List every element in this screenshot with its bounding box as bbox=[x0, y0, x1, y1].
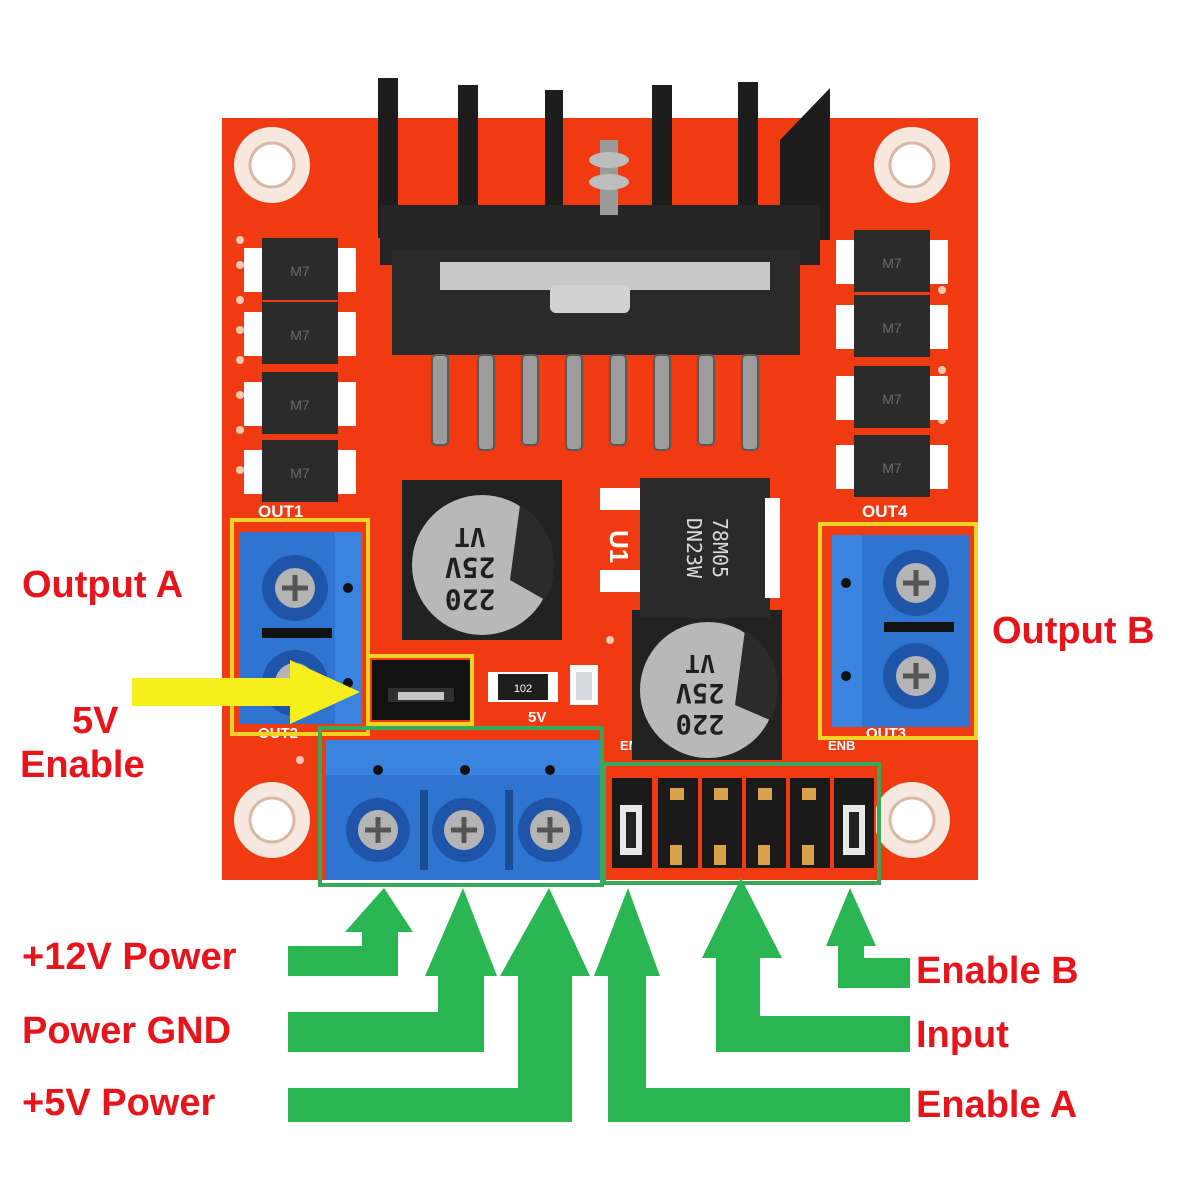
jumper-enb bbox=[843, 805, 865, 855]
diode: M7 bbox=[836, 295, 948, 357]
diode: M7 bbox=[836, 366, 948, 428]
l298n-chip bbox=[392, 250, 800, 451]
mounting-hole bbox=[234, 782, 310, 858]
jumper-ena bbox=[620, 805, 642, 855]
label-5v-enable-line2: Enable bbox=[20, 744, 145, 786]
silk-enb: ENB bbox=[828, 738, 855, 753]
cap-voltage: 25V bbox=[676, 677, 725, 708]
label-output-b: Output B bbox=[992, 610, 1155, 652]
diode: M7 bbox=[244, 440, 356, 502]
diode: M7 bbox=[836, 435, 948, 497]
diode-marking: M7 bbox=[290, 327, 310, 343]
silk-u1: U1 bbox=[604, 530, 634, 563]
capacitor-2: 220 25V VT bbox=[632, 610, 782, 760]
diode-marking: M7 bbox=[882, 460, 902, 476]
cap-value: 220 bbox=[445, 583, 496, 616]
arrow-enable-b bbox=[826, 888, 910, 988]
arrow-input bbox=[702, 878, 910, 1052]
highlight-output-b bbox=[818, 522, 978, 740]
5v-enable-jumper bbox=[372, 660, 470, 720]
silk-5v: 5V bbox=[528, 709, 546, 726]
diode-marking: M7 bbox=[882, 255, 902, 271]
arrow-5v bbox=[288, 888, 590, 1122]
diode-marking: M7 bbox=[290, 263, 310, 279]
diode-array-right: M7 M7 M7 M7 bbox=[836, 230, 948, 497]
diode: M7 bbox=[244, 372, 356, 434]
regulator-part: 78M05 bbox=[708, 518, 732, 578]
cap-series: VT bbox=[454, 521, 485, 551]
arrow-gnd bbox=[288, 888, 497, 1052]
arrow-5v-enable bbox=[132, 660, 360, 724]
diode: M7 bbox=[836, 230, 948, 292]
mounting-hole bbox=[234, 127, 310, 203]
diode-marking: M7 bbox=[882, 320, 902, 336]
regulator-code: DN23W bbox=[682, 518, 706, 579]
mounting-hole bbox=[874, 127, 950, 203]
diode-array-left: M7 M7 M7 M7 bbox=[244, 238, 356, 502]
highlight-5v-jumper bbox=[366, 654, 474, 726]
resistor-code: 102 bbox=[514, 683, 532, 695]
diode-marking: M7 bbox=[290, 465, 310, 481]
control-header bbox=[608, 770, 876, 878]
diode: M7 bbox=[244, 238, 356, 300]
label-power-gnd: Power GND bbox=[22, 1010, 232, 1052]
green-arrows bbox=[288, 878, 910, 1122]
capacitor-1: 220 25V VT bbox=[402, 480, 562, 640]
diode-marking: M7 bbox=[882, 391, 902, 407]
highlight-output-a bbox=[230, 518, 370, 736]
voltage-regulator: 78M05 DN23W bbox=[600, 478, 780, 618]
label-enable-b: Enable B bbox=[916, 950, 1079, 992]
cap-value: 220 bbox=[676, 708, 725, 739]
cap-voltage: 25V bbox=[445, 551, 496, 584]
label-5v-enable-line1: 5V bbox=[72, 700, 119, 742]
label-5v-power: +5V Power bbox=[22, 1082, 216, 1124]
silk-out1: OUT1 bbox=[258, 502, 303, 521]
cap-series: VT bbox=[685, 649, 715, 678]
label-12v-power: +12V Power bbox=[22, 936, 237, 978]
arrow-enable-a bbox=[594, 888, 910, 1122]
silk-out4: OUT4 bbox=[862, 502, 908, 521]
resistor: 102 bbox=[488, 672, 558, 702]
label-output-a: Output A bbox=[22, 564, 184, 606]
arrow-12v bbox=[288, 888, 413, 976]
diode: M7 bbox=[244, 302, 356, 364]
led bbox=[570, 665, 598, 705]
terminal-power bbox=[326, 740, 600, 880]
label-input: Input bbox=[916, 1014, 1009, 1056]
label-enable-a: Enable A bbox=[916, 1084, 1078, 1126]
terminal-output-b bbox=[832, 535, 970, 727]
diode-marking: M7 bbox=[290, 397, 310, 413]
mounting-hole bbox=[874, 782, 950, 858]
